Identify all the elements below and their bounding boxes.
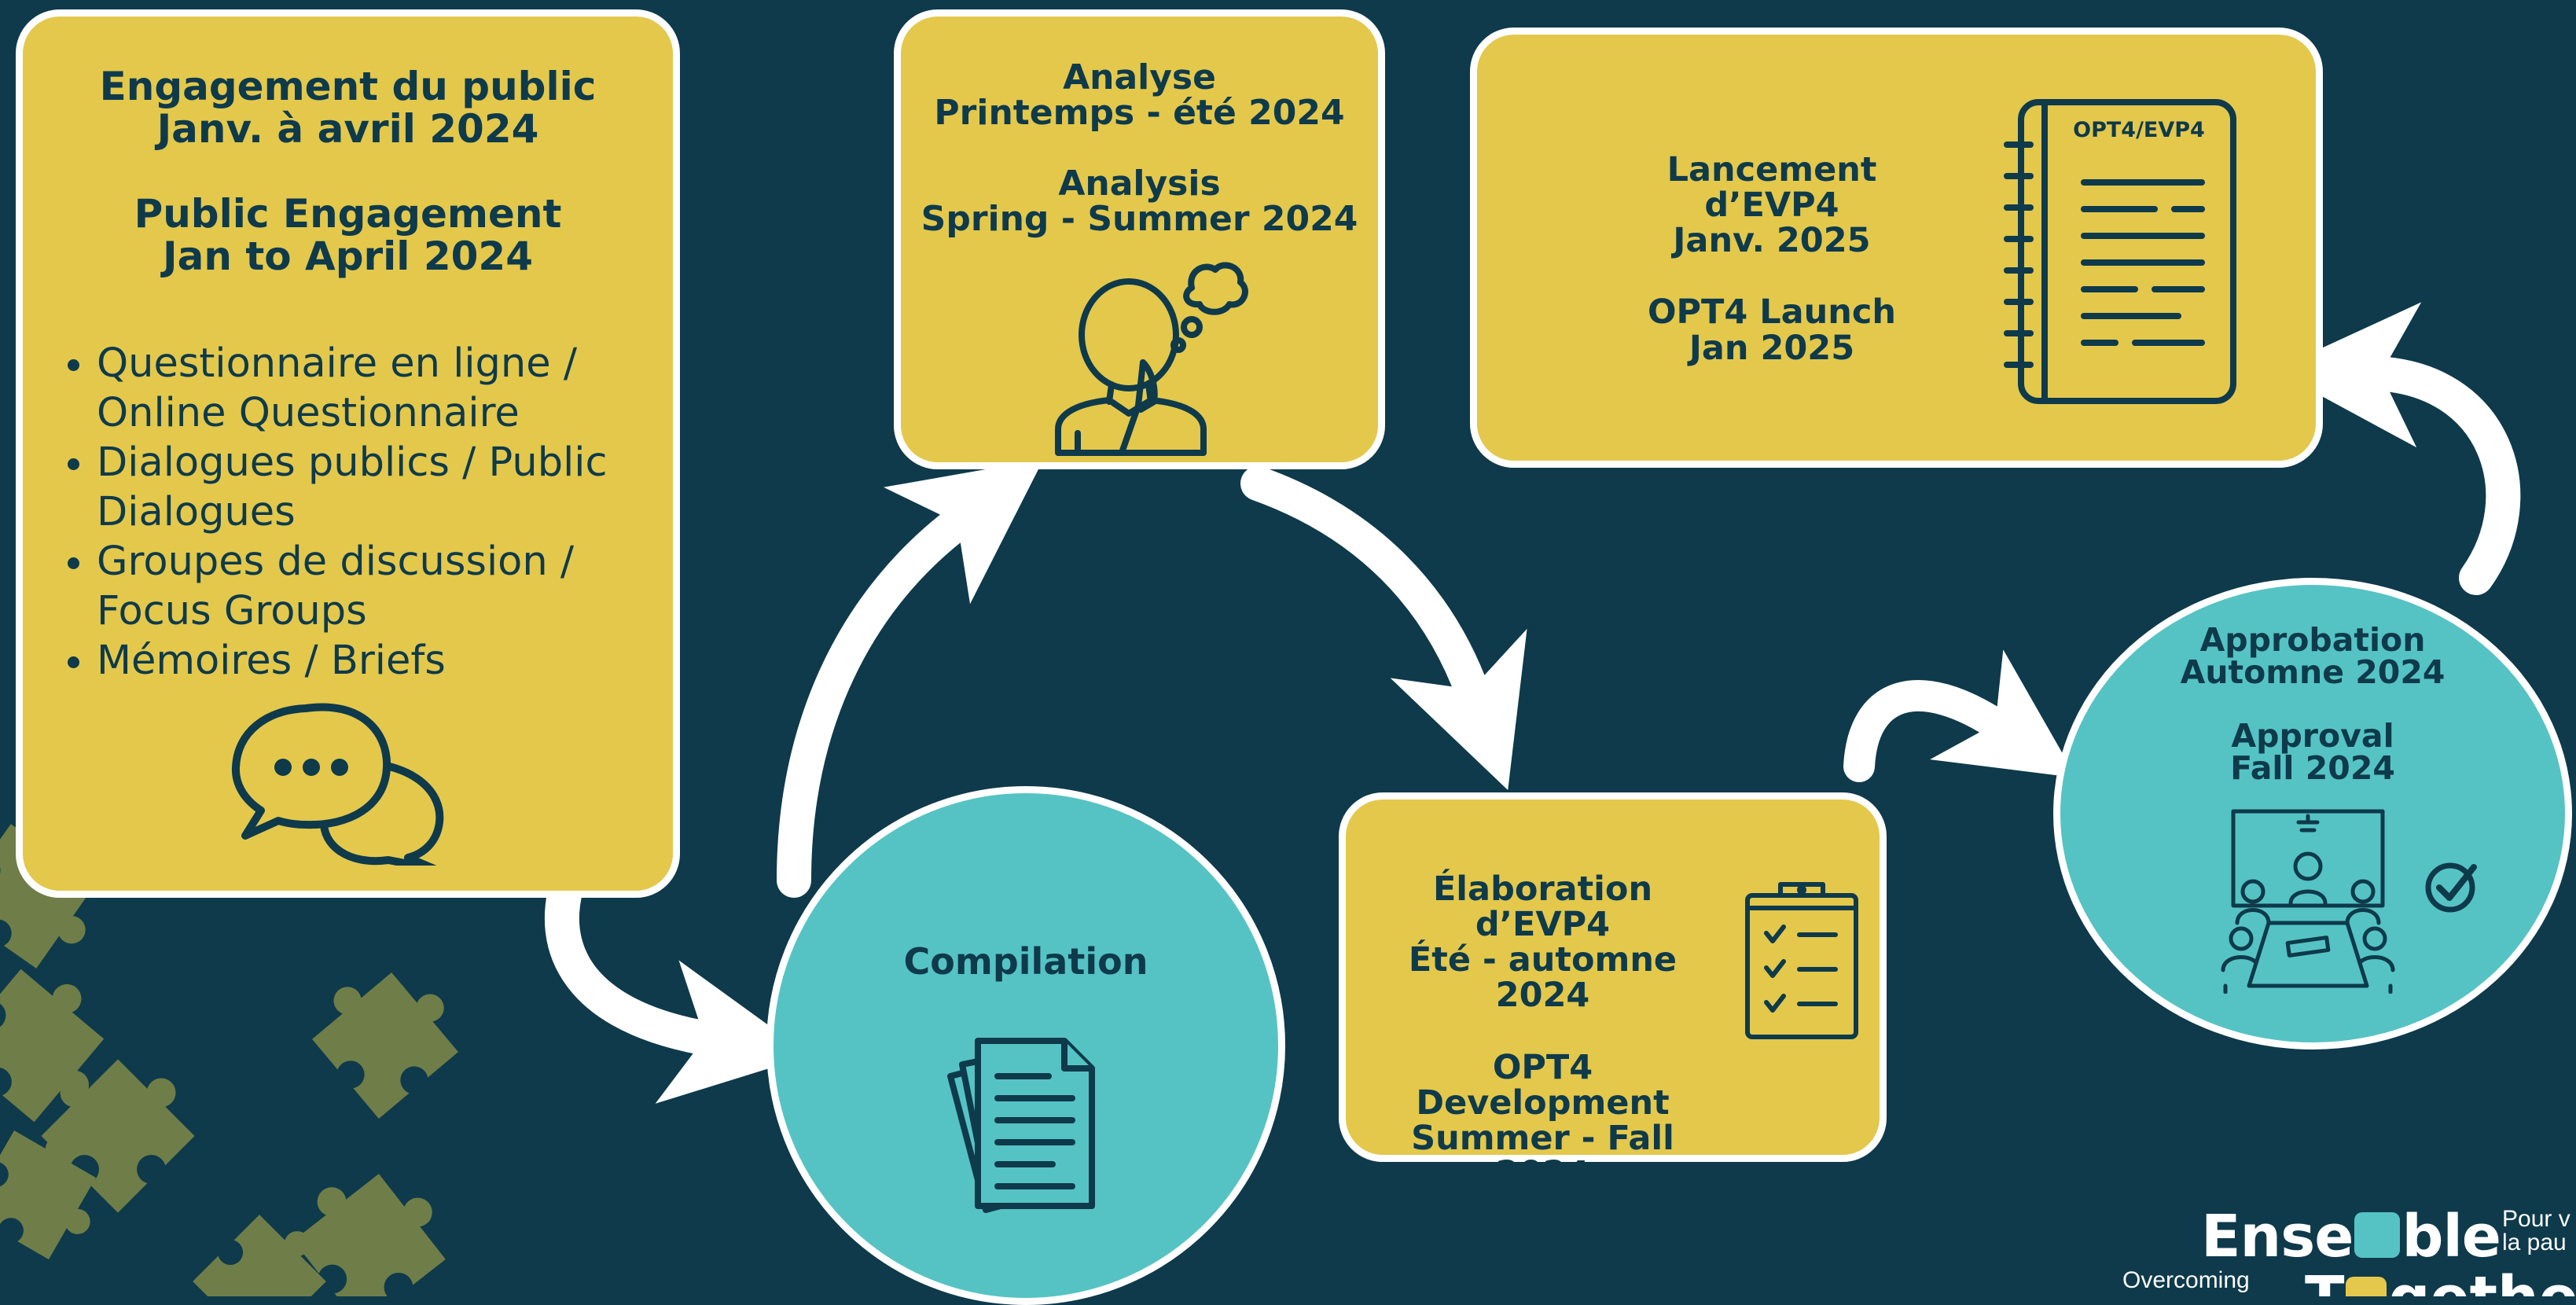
arrow-development-to-approval: [1843, 649, 2077, 782]
approval-date-fr: Automne 2024: [2180, 653, 2446, 691]
list-item: Mémoires / Briefs: [97, 636, 694, 686]
compilation-circle: Compilation: [766, 786, 1285, 1305]
development-title-en: OPT4 Development: [1416, 1047, 1670, 1123]
notebook-drawing: [2004, 99, 2236, 404]
analysis-title-en: Analysis: [1058, 163, 1221, 204]
launch-date-en: Jan 2025: [1689, 328, 1855, 368]
approval-title-fr: Approbation: [2199, 621, 2426, 659]
list-item: Groupes de discussion / Focus Groups: [97, 537, 694, 636]
logo-tagline-line1: Pour v: [2502, 1206, 2570, 1232]
logo-word-en-part1: T: [2305, 1264, 2344, 1296]
logo-en-row: Tgether: [2305, 1264, 2576, 1296]
development-box: Élaboration d’EVP4 Été - automne 2024 OP…: [1339, 792, 1887, 1192]
logo-word-fr-part1: Ense: [2201, 1203, 2354, 1270]
analysis-heading: Analyse Printemps - été 2024 Analysis Sp…: [917, 57, 1362, 239]
arrow-approval-to-launch: [2273, 302, 2521, 595]
logo-word-en-part2: gether: [2388, 1264, 2576, 1296]
engagement-date-en: Jan to April 2024: [163, 233, 533, 279]
arrow-analysis-to-development: [1240, 466, 1527, 791]
engagement-list: Questionnaire en ligne / Online Question…: [57, 339, 694, 686]
analysis-box: Analyse Printemps - été 2024 Analysis Sp…: [894, 9, 1385, 469]
approval-date-en: Fall 2024: [2230, 749, 2395, 787]
puzzle-piece-yellow-icon: [2346, 1277, 2387, 1296]
logo-word-fr-part2: ble: [2401, 1203, 2501, 1270]
speech-bubbles-icon: [231, 703, 444, 866]
engagement-box: Engagement du public Janv. à avril 2024 …: [16, 9, 680, 898]
list-item: Questionnaire en ligne / Online Question…: [97, 339, 694, 438]
engagement-date-fr: Janv. à avril 2024: [156, 106, 539, 152]
launch-date-fr: Janv. 2025: [1673, 221, 1871, 261]
analysis-date-fr: Printemps - été 2024: [934, 92, 1345, 133]
arrow-compilation-to-analysis: [777, 458, 1044, 898]
notebook-label: OPT4/EVP4: [2073, 118, 2205, 142]
logo-tagline-line2: la pau: [2502, 1230, 2567, 1255]
documents-stack-icon: [947, 1038, 1095, 1213]
approval-title-en: Approval: [2231, 717, 2394, 755]
compilation-title: Compilation: [903, 940, 1148, 983]
analysis-title-fr: Analyse: [1063, 57, 1216, 97]
engagement-title-en: Public Engagement: [134, 191, 562, 237]
launch-box: Lancement d’EVP4 Janv. 2025 OPT4 Launch …: [1470, 28, 2323, 468]
approval-circle: Approbation Automne 2024 Approval Fall 2…: [2053, 578, 2572, 1050]
thinking-person-icon: [1055, 262, 1248, 456]
development-title-fr: Élaboration d’EVP4: [1432, 869, 1653, 945]
logo-tagline-fr: Pour v la pau: [2502, 1208, 2570, 1255]
logo-overcoming: Overcoming: [2122, 1267, 2250, 1293]
checkmark-circle-icon: [2425, 862, 2477, 913]
flow-arrows: [544, 302, 2521, 1104]
development-heading: Élaboration d’EVP4 Été - automne 2024 OP…: [1368, 869, 1718, 1193]
development-date-fr: Été - automne 2024: [1408, 940, 1678, 1016]
notebook-icon: OPT4/EVP4: [1997, 97, 2241, 406]
launch-title-en: OPT4 Launch: [1647, 292, 1897, 333]
analysis-date-en: Spring - Summer 2024: [921, 198, 1358, 239]
approval-heading: Approbation Automne 2024 Approval Fall 2…: [2084, 624, 2541, 785]
clipboard-checklist-icon: [1745, 882, 1858, 1039]
engagement-title-fr: Engagement du public: [99, 64, 597, 109]
puzzle-piece-teal-icon: [2354, 1212, 2401, 1258]
development-date-en: Summer - Fall 2024: [1411, 1118, 1674, 1193]
list-item: Dialogues publics / Public Dialogues: [97, 438, 694, 537]
engagement-heading: Engagement du public Janv. à avril 2024 …: [54, 65, 641, 278]
meeting-table-icon: [2221, 809, 2395, 994]
launch-title-fr: Lancement d’EVP4: [1666, 150, 1877, 226]
launch-heading: Lancement d’EVP4 Janv. 2025 OPT4 Launch …: [1595, 150, 1949, 368]
